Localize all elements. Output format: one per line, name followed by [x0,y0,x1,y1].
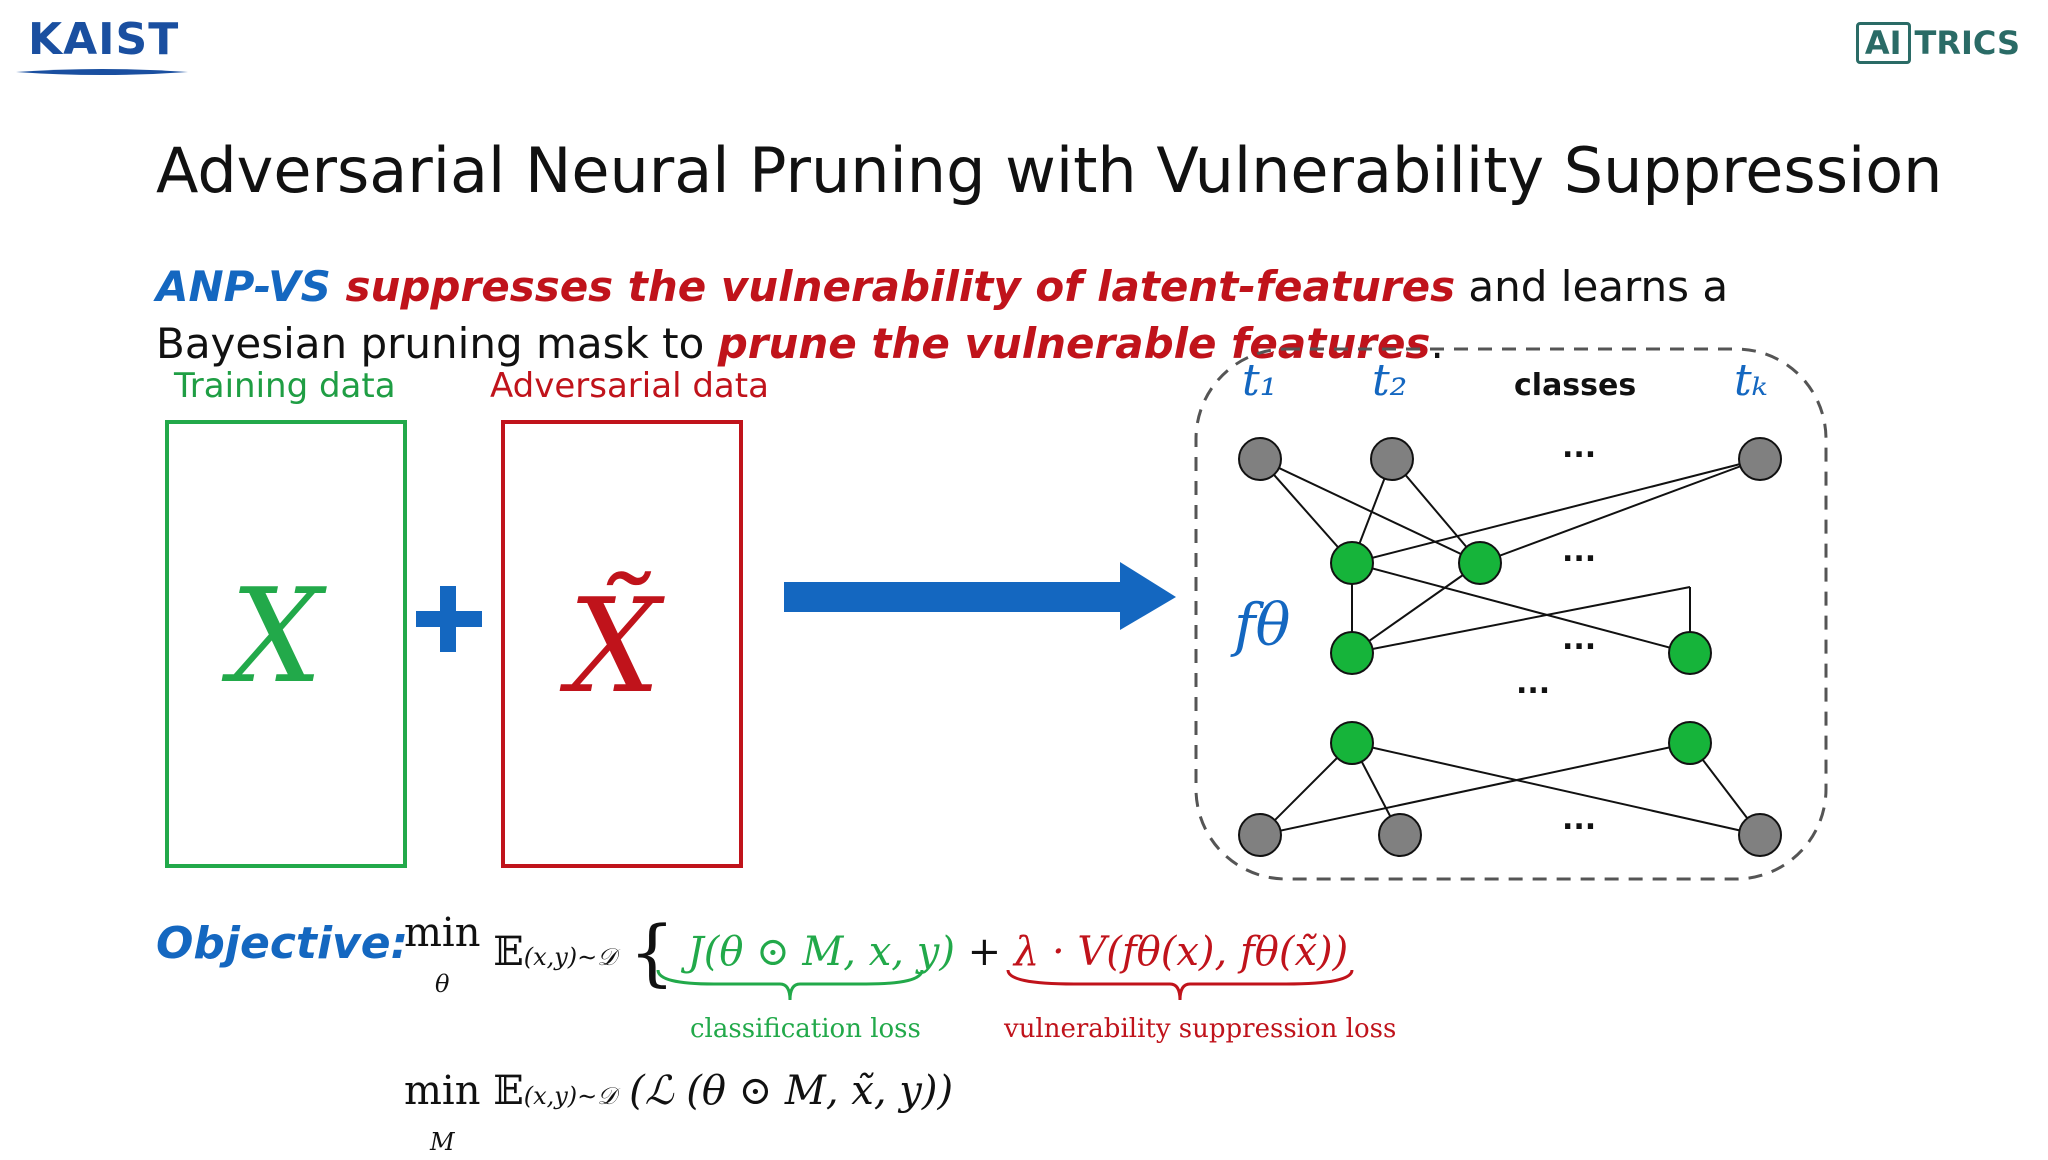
subtitle-emphasis-2: prune the vulnerable features [717,319,1431,368]
adversarial-data-label: Adversarial data [490,366,769,406]
eq1-plus: + [967,929,1002,975]
subtitle-emphasis-1: suppresses the vulnerability of latent-f… [330,262,1456,311]
ellipsis-layer1: ... [1562,534,1596,569]
class-label-t2: t₂ [1372,355,1407,406]
kaist-swoosh-icon [16,69,188,75]
aitrics-logo-text: TRICS [1914,24,2021,62]
eq1-classification-term: J(θ ⊙ M, x, y) [687,929,955,975]
eq1-min: min θ [404,910,481,998]
class-label-t1: t₁ [1242,355,1277,406]
class-label-tk: tₖ [1734,355,1768,406]
eq1-expectation: 𝔼 [493,929,524,975]
vulnerability-underbrace [1004,966,1356,1010]
network-diagram: t₁ t₂ classes tₖ fθ [1190,345,1835,894]
ellipsis-middle: ... [1516,666,1550,701]
hidden-node-4 [1668,631,1712,675]
classes-label: classes [1514,368,1636,403]
subtitle-text-1: and learns a Bayesian pruning mask to [156,262,1729,368]
vulnerability-loss-label: vulnerability suppression loss [1004,1014,1397,1044]
objective-equation-2: min M 𝔼(x,y)∼𝒟 (ℒ (θ ⊙ M, x̃, y)) [404,1068,953,1160]
ellipsis-layer2: ... [1562,622,1596,657]
ellipsis-top: ... [1562,430,1596,465]
adversarial-data-box [501,420,743,868]
plus-icon [410,580,490,664]
node-input-1 [1238,813,1282,857]
node-input-n [1738,813,1782,857]
eq2-min: min M [404,1068,481,1156]
f-theta-label: fθ [1230,591,1290,659]
training-symbol: X [230,560,323,712]
network-container [1194,347,1828,881]
hidden-node-5 [1330,721,1374,765]
subtitle-period: . [1430,319,1444,368]
aitrics-logo-box: AI [1855,22,1911,64]
hidden-node-1 [1330,541,1374,585]
objective-label: Objective: [156,918,409,969]
eq1-vulnerability-term: λ · V(fθ(x), fθ(x̃)) [1013,929,1349,975]
gray-nodes [1238,437,1782,857]
kaist-logo-text: KAIST [28,14,180,65]
node-input-2 [1378,813,1422,857]
kaist-logo [12,14,192,84]
training-data-label: Training data [174,366,396,406]
hidden-node-3 [1330,631,1374,675]
subtitle-method-name: ANP-VS [156,262,331,311]
node-class-k [1738,437,1782,481]
green-nodes [1330,541,1712,765]
aitrics-logo: AI TRICS [1855,22,2021,64]
eq2-body: (ℒ (θ ⊙ M, x̃, y)) [629,1068,954,1114]
eq2-expectation: 𝔼 [493,1068,524,1114]
training-data-box [165,420,407,868]
node-class-2 [1370,437,1414,481]
hidden-node-6 [1668,721,1712,765]
slide-title: Adversarial Neural Pruning with Vulnerab… [156,134,1943,207]
eq1-expectation-sub: (x,y)∼𝒟 [523,943,617,971]
adversarial-symbol: X̃ [568,570,661,722]
slide-subtitle: ANP-VS suppresses the vulnerability of l… [156,258,1916,372]
node-class-1 [1238,437,1282,481]
right-arrow-icon [782,560,1178,636]
ellipsis-bottom: ... [1562,802,1596,837]
classification-underbrace [654,966,926,1010]
eq2-expectation-sub: (x,y)∼𝒟 [523,1082,617,1110]
hidden-node-2 [1458,541,1502,585]
classification-loss-label: classification loss [690,1014,921,1044]
